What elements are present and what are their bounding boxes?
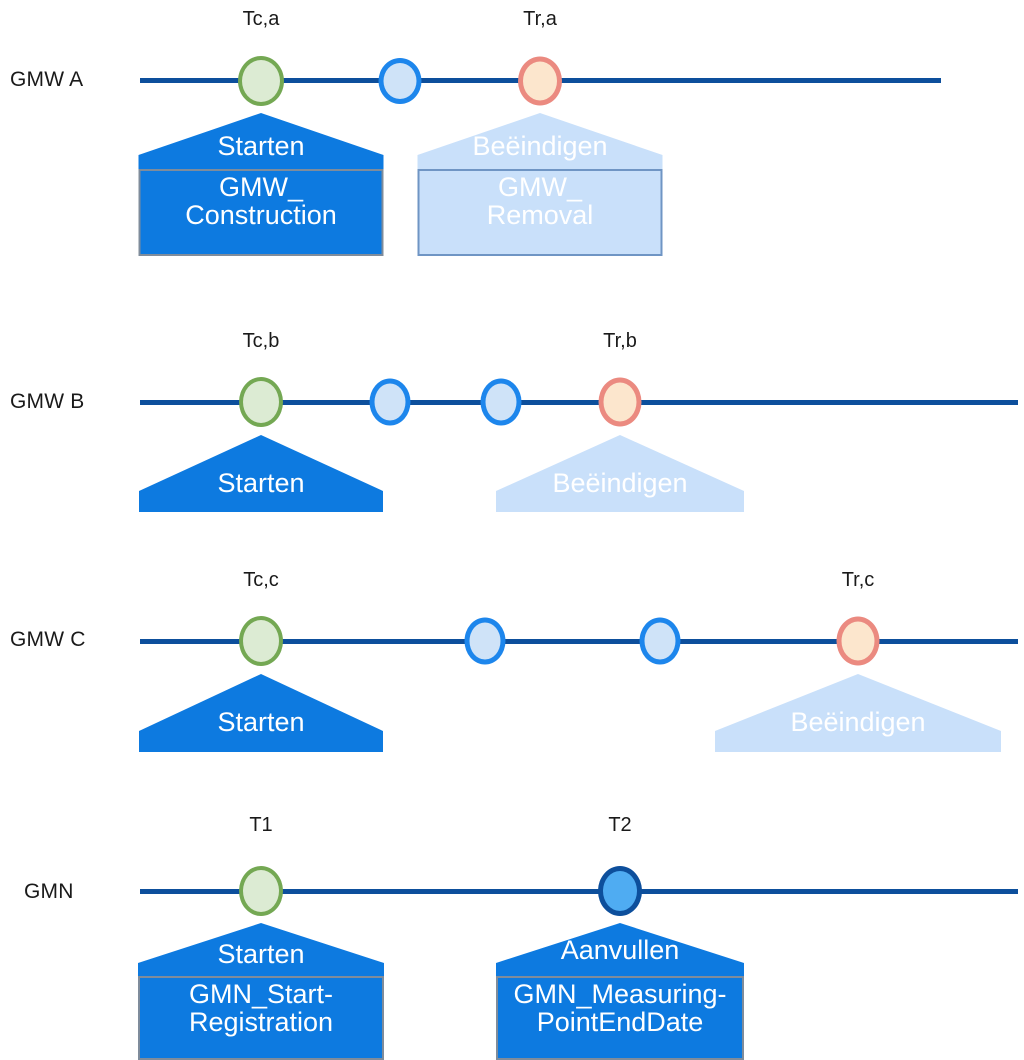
callout-box-line-2: Construction	[185, 200, 337, 231]
tick-label-tc-b: Tc,b	[242, 330, 280, 352]
callout-aanvullen-gmn-measuringpointenddate[interactable]: Aanvullen ... GMN_Measuring- PointEndDat…	[496, 923, 744, 1060]
tick-label-tc-a: Tc,a	[242, 8, 280, 30]
pentagon-shape: Aanvullen ...	[496, 923, 744, 987]
callout-title: Starten	[217, 707, 305, 737]
pentagon-shape: Beëindigen	[715, 674, 1001, 752]
callout-box: GMN_Measuring- PointEndDate	[496, 976, 744, 1060]
callout-title: Beëindigen	[790, 707, 926, 737]
callout-box-line-2: Registration	[188, 1007, 334, 1038]
callout-box-line-2: Removal	[486, 200, 594, 231]
row-label-gmw-a: GMW A	[10, 68, 84, 91]
tick-label-tr-b: Tr,b	[603, 330, 637, 352]
row-label-gmw-b: GMW B	[10, 390, 85, 413]
row-label-gmw-c: GMW C	[10, 628, 86, 651]
callout-starten-gmw-c[interactable]: Starten	[139, 674, 383, 752]
marker-supplement-gmn[interactable]	[598, 866, 642, 916]
marker-end-gmw-a[interactable]	[518, 56, 562, 106]
callout-box-line-1: GMN_Measuring-	[513, 979, 727, 1009]
callout-title: Starten	[217, 131, 305, 161]
pentagon-shape: Starten	[139, 674, 383, 752]
callout-box-line-1: GMW_	[219, 172, 303, 202]
callout-title: Beëindigen	[552, 468, 688, 498]
callout-beeindigen-gmw-c[interactable]: Beëindigen	[715, 674, 1001, 752]
callout-box-line-2: PointEndDate	[536, 1007, 704, 1038]
marker-intermediate-gmw-a[interactable]	[378, 58, 422, 104]
callout-title: Starten	[217, 468, 305, 498]
timeline-row-gmn: GMN T1 T2 Starten GMN_Start- Registratio…	[0, 805, 1024, 1060]
timeline-row-gmw-b: GMW B Tc,b Tr,b Starten Beëindigen	[0, 320, 1024, 515]
marker-start-gmn[interactable]	[239, 866, 283, 916]
callout-title: Beëindigen	[472, 131, 608, 161]
callout-box-line-1: GMW_	[498, 172, 582, 202]
tick-label-tr-a: Tr,a	[523, 8, 557, 30]
marker-start-gmw-b[interactable]	[239, 377, 283, 427]
marker-intermediate-2-gmw-b[interactable]	[480, 378, 522, 426]
callout-box: GMN_Start- Registration	[138, 976, 384, 1060]
timeline-axis-gmw-c	[140, 639, 1018, 644]
pentagon-shape: Beëindigen	[496, 435, 744, 512]
callout-starten-gmw-construction[interactable]: Starten GMW_ Construction	[138, 113, 384, 256]
callout-beeindigen-gmw-removal[interactable]: Beëindigen GMW_ Removal	[417, 113, 663, 256]
marker-intermediate-1-gmw-b[interactable]	[369, 378, 411, 426]
pentagon-shape: Starten	[138, 113, 384, 171]
marker-start-gmw-a[interactable]	[238, 56, 284, 106]
callout-title: Aanvullen	[560, 935, 680, 965]
tick-label-tr-c: Tr,c	[841, 569, 875, 591]
tick-label-t2: T2	[608, 814, 632, 836]
callout-beeindigen-gmw-b[interactable]: Beëindigen	[496, 435, 744, 512]
marker-start-gmw-c[interactable]	[239, 616, 283, 666]
callout-box-line-1: GMN_Start-	[188, 979, 334, 1009]
timeline-axis-gmn	[140, 889, 1018, 894]
pentagon-shape: Starten	[139, 435, 383, 512]
pentagon-shape: Beëindigen	[417, 113, 663, 171]
marker-intermediate-2-gmw-c[interactable]	[639, 617, 681, 665]
row-label-gmn: GMN	[24, 880, 74, 903]
timeline-row-gmw-a: GMW A Tc,a Tr,a Starten GMW_ Constructio…	[0, 0, 1024, 270]
tick-label-t1: T1	[249, 814, 273, 836]
tick-label-tc-c: Tc,c	[243, 569, 279, 591]
callout-starten-gmw-b[interactable]: Starten	[139, 435, 383, 512]
timeline-row-gmw-c: GMW C Tc,c Tr,c Starten Beëindigen	[0, 560, 1024, 755]
marker-end-gmw-c[interactable]	[836, 616, 880, 666]
marker-intermediate-1-gmw-c[interactable]	[464, 617, 506, 665]
callout-box: GMW_ Construction	[138, 169, 384, 256]
callout-starten-gmn-startregistration[interactable]: Starten GMN_Start- Registration	[138, 923, 384, 1060]
callout-title: Starten	[217, 939, 305, 969]
pentagon-shape: Starten	[138, 923, 384, 978]
marker-end-gmw-b[interactable]	[598, 377, 642, 427]
timeline-axis-gmw-b	[140, 400, 1018, 405]
callout-box: GMW_ Removal	[417, 169, 663, 256]
